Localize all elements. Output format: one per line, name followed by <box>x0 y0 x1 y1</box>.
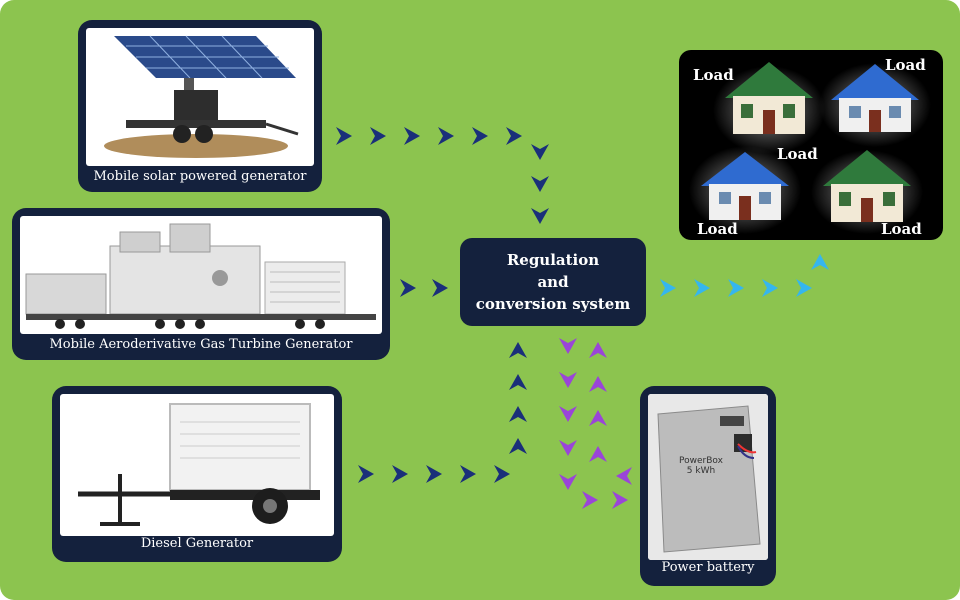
diesel-generator-icon <box>60 394 334 536</box>
solar-trailer-icon <box>86 28 314 166</box>
regulation-line-2: and <box>537 273 569 291</box>
load-flow-arrow <box>811 254 829 270</box>
diesel-flow-arrow <box>509 374 527 390</box>
diesel-generator-caption: Diesel Generator <box>140 536 254 551</box>
battery-label-line-2: 5 kWh <box>686 466 716 476</box>
battery-label-line-1: PowerBox <box>679 456 723 466</box>
diesel-generator-panel: Diesel Generator <box>52 386 342 562</box>
power-battery-caption: Power battery <box>661 560 755 575</box>
diesel-flow-arrow <box>509 438 527 454</box>
diesel-flow-arrow <box>392 465 408 483</box>
diesel-flow-arrow <box>460 465 476 483</box>
load-flow-arrow <box>762 279 778 297</box>
house-icon-2 <box>819 63 931 147</box>
solar-flow-arrow <box>506 127 522 145</box>
regulation-line-1: Regulation <box>506 251 600 269</box>
diesel-flow-arrow <box>509 406 527 422</box>
battery-discharge-arrow <box>589 342 607 358</box>
diesel-flow-arrow <box>358 465 374 483</box>
battery-charge-arrow <box>582 491 598 509</box>
loads-panel: Load Load Load Load Load <box>679 50 943 240</box>
diesel-flow-arrow <box>426 465 442 483</box>
battery-charge-arrow <box>559 474 577 490</box>
load-flow-arrow <box>660 279 676 297</box>
load-flow-arrow <box>796 279 812 297</box>
solar-flow-arrow <box>336 127 352 145</box>
solar-flow-arrow <box>531 208 549 224</box>
turbine-flow-arrow <box>432 279 448 297</box>
load-label-2: Load <box>885 56 926 74</box>
solar-flow-arrow <box>531 176 549 192</box>
gas-turbine-caption: Mobile Aeroderivative Gas Turbine Genera… <box>49 337 353 352</box>
turbine-flow-arrow <box>400 279 416 297</box>
load-label-3: Load <box>777 145 818 163</box>
load-label-5: Load <box>881 220 922 238</box>
power-battery-panel: PowerBox 5 kWh Power battery <box>640 386 776 586</box>
diesel-flow-arrow <box>509 342 527 358</box>
solar-flow-arrow <box>404 127 420 145</box>
load-flow-arrow <box>728 279 744 297</box>
house-icon-4 <box>811 150 923 234</box>
battery-discharge-arrow <box>589 376 607 392</box>
battery-icon: PowerBox 5 kWh <box>648 394 768 560</box>
load-label-4: Load <box>697 220 738 238</box>
battery-charge-arrow <box>559 406 577 422</box>
regulation-line-3: conversion system <box>475 295 631 313</box>
battery-discharge-arrow <box>616 467 632 485</box>
battery-charge-arrow <box>559 372 577 388</box>
house-icon-1 <box>713 62 825 154</box>
diesel-flow-arrow <box>494 465 510 483</box>
gas-turbine-panel: Mobile Aeroderivative Gas Turbine Genera… <box>12 208 390 360</box>
battery-discharge-arrow <box>589 446 607 462</box>
solar-generator-caption: Mobile solar powered generator <box>93 169 307 184</box>
gas-turbine-icon <box>20 216 382 334</box>
battery-charge-arrow <box>559 338 577 354</box>
battery-charge-arrow <box>612 491 628 509</box>
load-flow-arrow <box>694 279 710 297</box>
battery-charge-arrow <box>559 440 577 456</box>
solar-flow-arrow <box>531 144 549 160</box>
battery-discharge-arrow <box>589 410 607 426</box>
regulation-conversion-box: Regulation and conversion system <box>460 238 646 326</box>
solar-generator-panel: Mobile solar powered generator <box>78 20 322 192</box>
solar-flow-arrow <box>472 127 488 145</box>
solar-flow-arrow <box>438 127 454 145</box>
solar-flow-arrow <box>370 127 386 145</box>
house-icon-3 <box>689 146 801 234</box>
load-label-1: Load <box>693 66 734 84</box>
